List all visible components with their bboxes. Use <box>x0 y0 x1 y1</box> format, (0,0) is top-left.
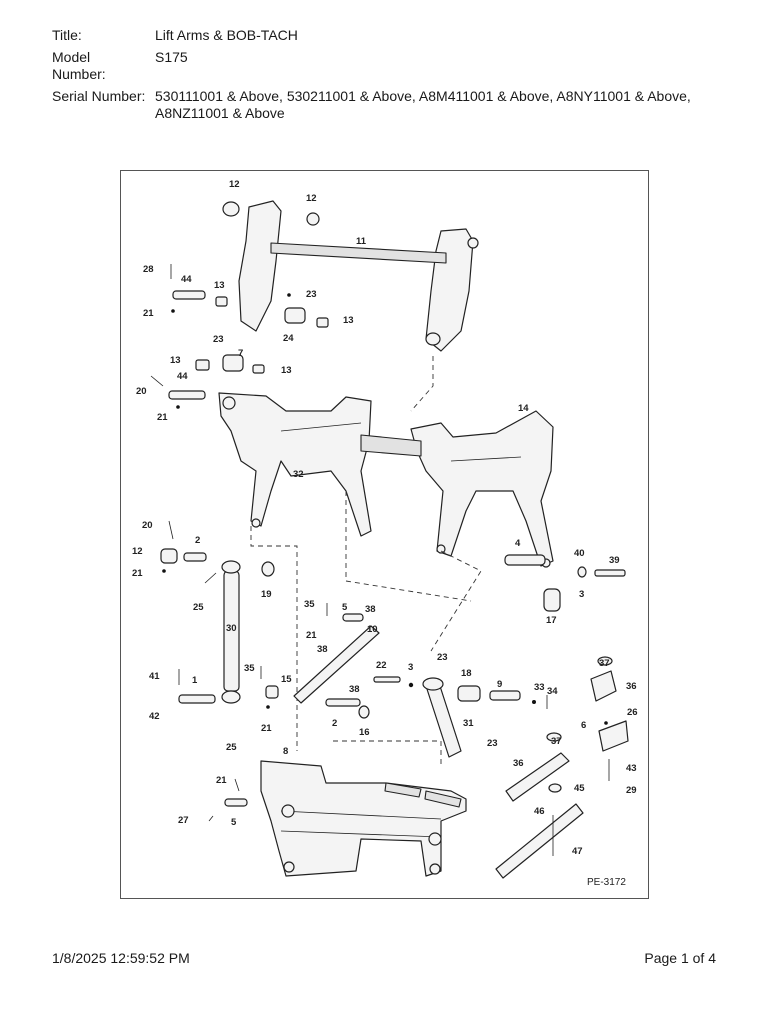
callout-14: 14 <box>518 403 529 414</box>
callout-12: 12 <box>306 193 317 204</box>
callout-36: 36 <box>626 681 637 692</box>
serial-label: Serial Number: <box>52 88 146 104</box>
callout-46: 46 <box>534 806 545 817</box>
callout-7: 7 <box>238 348 243 359</box>
parts-diagram-drawing: 1212112844132321132423713132044211432202… <box>132 179 638 888</box>
callout-17: 17 <box>546 615 557 626</box>
callout-15: 15 <box>281 674 292 685</box>
lift-arm-weldment <box>218 392 554 568</box>
callout-21: 21 <box>216 775 227 786</box>
callout-11: 11 <box>356 236 367 247</box>
callout-23: 23 <box>213 334 224 345</box>
callout-28: 28 <box>143 264 154 275</box>
callout-26: 26 <box>627 707 638 718</box>
callout-4: 4 <box>515 538 521 549</box>
callout-3: 3 <box>579 589 584 600</box>
bobtach-handle <box>373 676 548 758</box>
callout-31: 31 <box>463 718 474 729</box>
callout-23: 23 <box>437 652 448 663</box>
wedge-assemblies <box>495 656 629 879</box>
callout-29: 29 <box>626 785 637 796</box>
callout-47: 47 <box>572 846 583 857</box>
callout-21: 21 <box>261 723 272 734</box>
bobtach-links <box>260 603 380 719</box>
callout-5: 5 <box>231 817 237 828</box>
title-label: Title: <box>52 27 82 43</box>
callout-9: 9 <box>497 679 502 690</box>
callout-37: 37 <box>551 736 562 747</box>
callout-38: 38 <box>349 684 360 695</box>
callout-20: 20 <box>136 386 147 397</box>
callout-2: 2 <box>195 535 200 546</box>
callout-24: 24 <box>283 333 294 344</box>
callout-6: 6 <box>581 720 586 731</box>
callout-16: 16 <box>359 727 370 738</box>
callout-45: 45 <box>574 783 585 794</box>
callout-35: 35 <box>304 599 315 610</box>
bobtach-frame <box>208 760 467 877</box>
callout-33: 33 <box>534 682 545 693</box>
callout-41: 41 <box>149 671 160 682</box>
figure-id: PE-3172 <box>587 877 626 888</box>
title-value: Lift Arms & BOB-TACH <box>155 27 298 43</box>
callout-12: 12 <box>132 546 143 557</box>
callout-20: 20 <box>142 520 153 531</box>
callout-32: 32 <box>293 469 304 480</box>
dashed-leaders <box>250 356 482 766</box>
model-label: Model Number: <box>52 49 106 82</box>
callout-1: 1 <box>192 675 198 686</box>
callout-44: 44 <box>181 274 192 285</box>
callout-25: 25 <box>193 602 204 613</box>
callout-21: 21 <box>132 568 143 579</box>
callout-38: 38 <box>365 604 376 615</box>
callout-23: 23 <box>306 289 317 300</box>
callout-25: 25 <box>226 742 237 753</box>
callout-43: 43 <box>626 763 637 774</box>
callout-42: 42 <box>149 711 160 722</box>
callout-37: 37 <box>599 658 610 669</box>
callout-21: 21 <box>143 308 154 319</box>
callout-44: 44 <box>177 371 188 382</box>
print-timestamp: 1/8/2025 12:59:52 PM <box>52 950 190 966</box>
tilt-cylinder <box>160 520 275 704</box>
callout-8: 8 <box>283 746 288 757</box>
callout-21: 21 <box>306 630 317 641</box>
callout-21: 21 <box>157 412 168 423</box>
callout-30: 30 <box>226 623 237 634</box>
callout-35: 35 <box>244 663 255 674</box>
callout-13: 13 <box>214 280 225 291</box>
upper-hardware <box>150 264 329 409</box>
callout-10: 10 <box>367 624 378 635</box>
callout-23: 23 <box>487 738 498 749</box>
callout-19: 19 <box>261 589 272 600</box>
callout-5: 5 <box>342 602 348 613</box>
callout-13: 13 <box>281 365 292 376</box>
callout-13: 13 <box>170 355 181 366</box>
serial-value: 530111001 & Above, 530211001 & Above, A8… <box>155 88 691 121</box>
callout-labels: 1212112844132321132423713132044211432202… <box>132 179 638 857</box>
callout-34: 34 <box>547 686 558 697</box>
callout-27: 27 <box>178 815 189 826</box>
callout-38: 38 <box>317 644 328 655</box>
callout-3: 3 <box>408 662 413 673</box>
callout-36: 36 <box>513 758 524 769</box>
callout-2: 2 <box>332 718 337 729</box>
upper-lift-arm-assembly <box>222 200 479 352</box>
callout-13: 13 <box>343 315 354 326</box>
callout-12: 12 <box>229 179 240 190</box>
model-value: S175 <box>155 49 188 65</box>
callout-39: 39 <box>609 555 620 566</box>
pivot-pin-assembly <box>504 554 626 612</box>
callout-22: 22 <box>376 660 387 671</box>
page-indicator: Page 1 of 4 <box>644 950 716 966</box>
callout-40: 40 <box>574 548 585 559</box>
callout-18: 18 <box>461 668 472 679</box>
